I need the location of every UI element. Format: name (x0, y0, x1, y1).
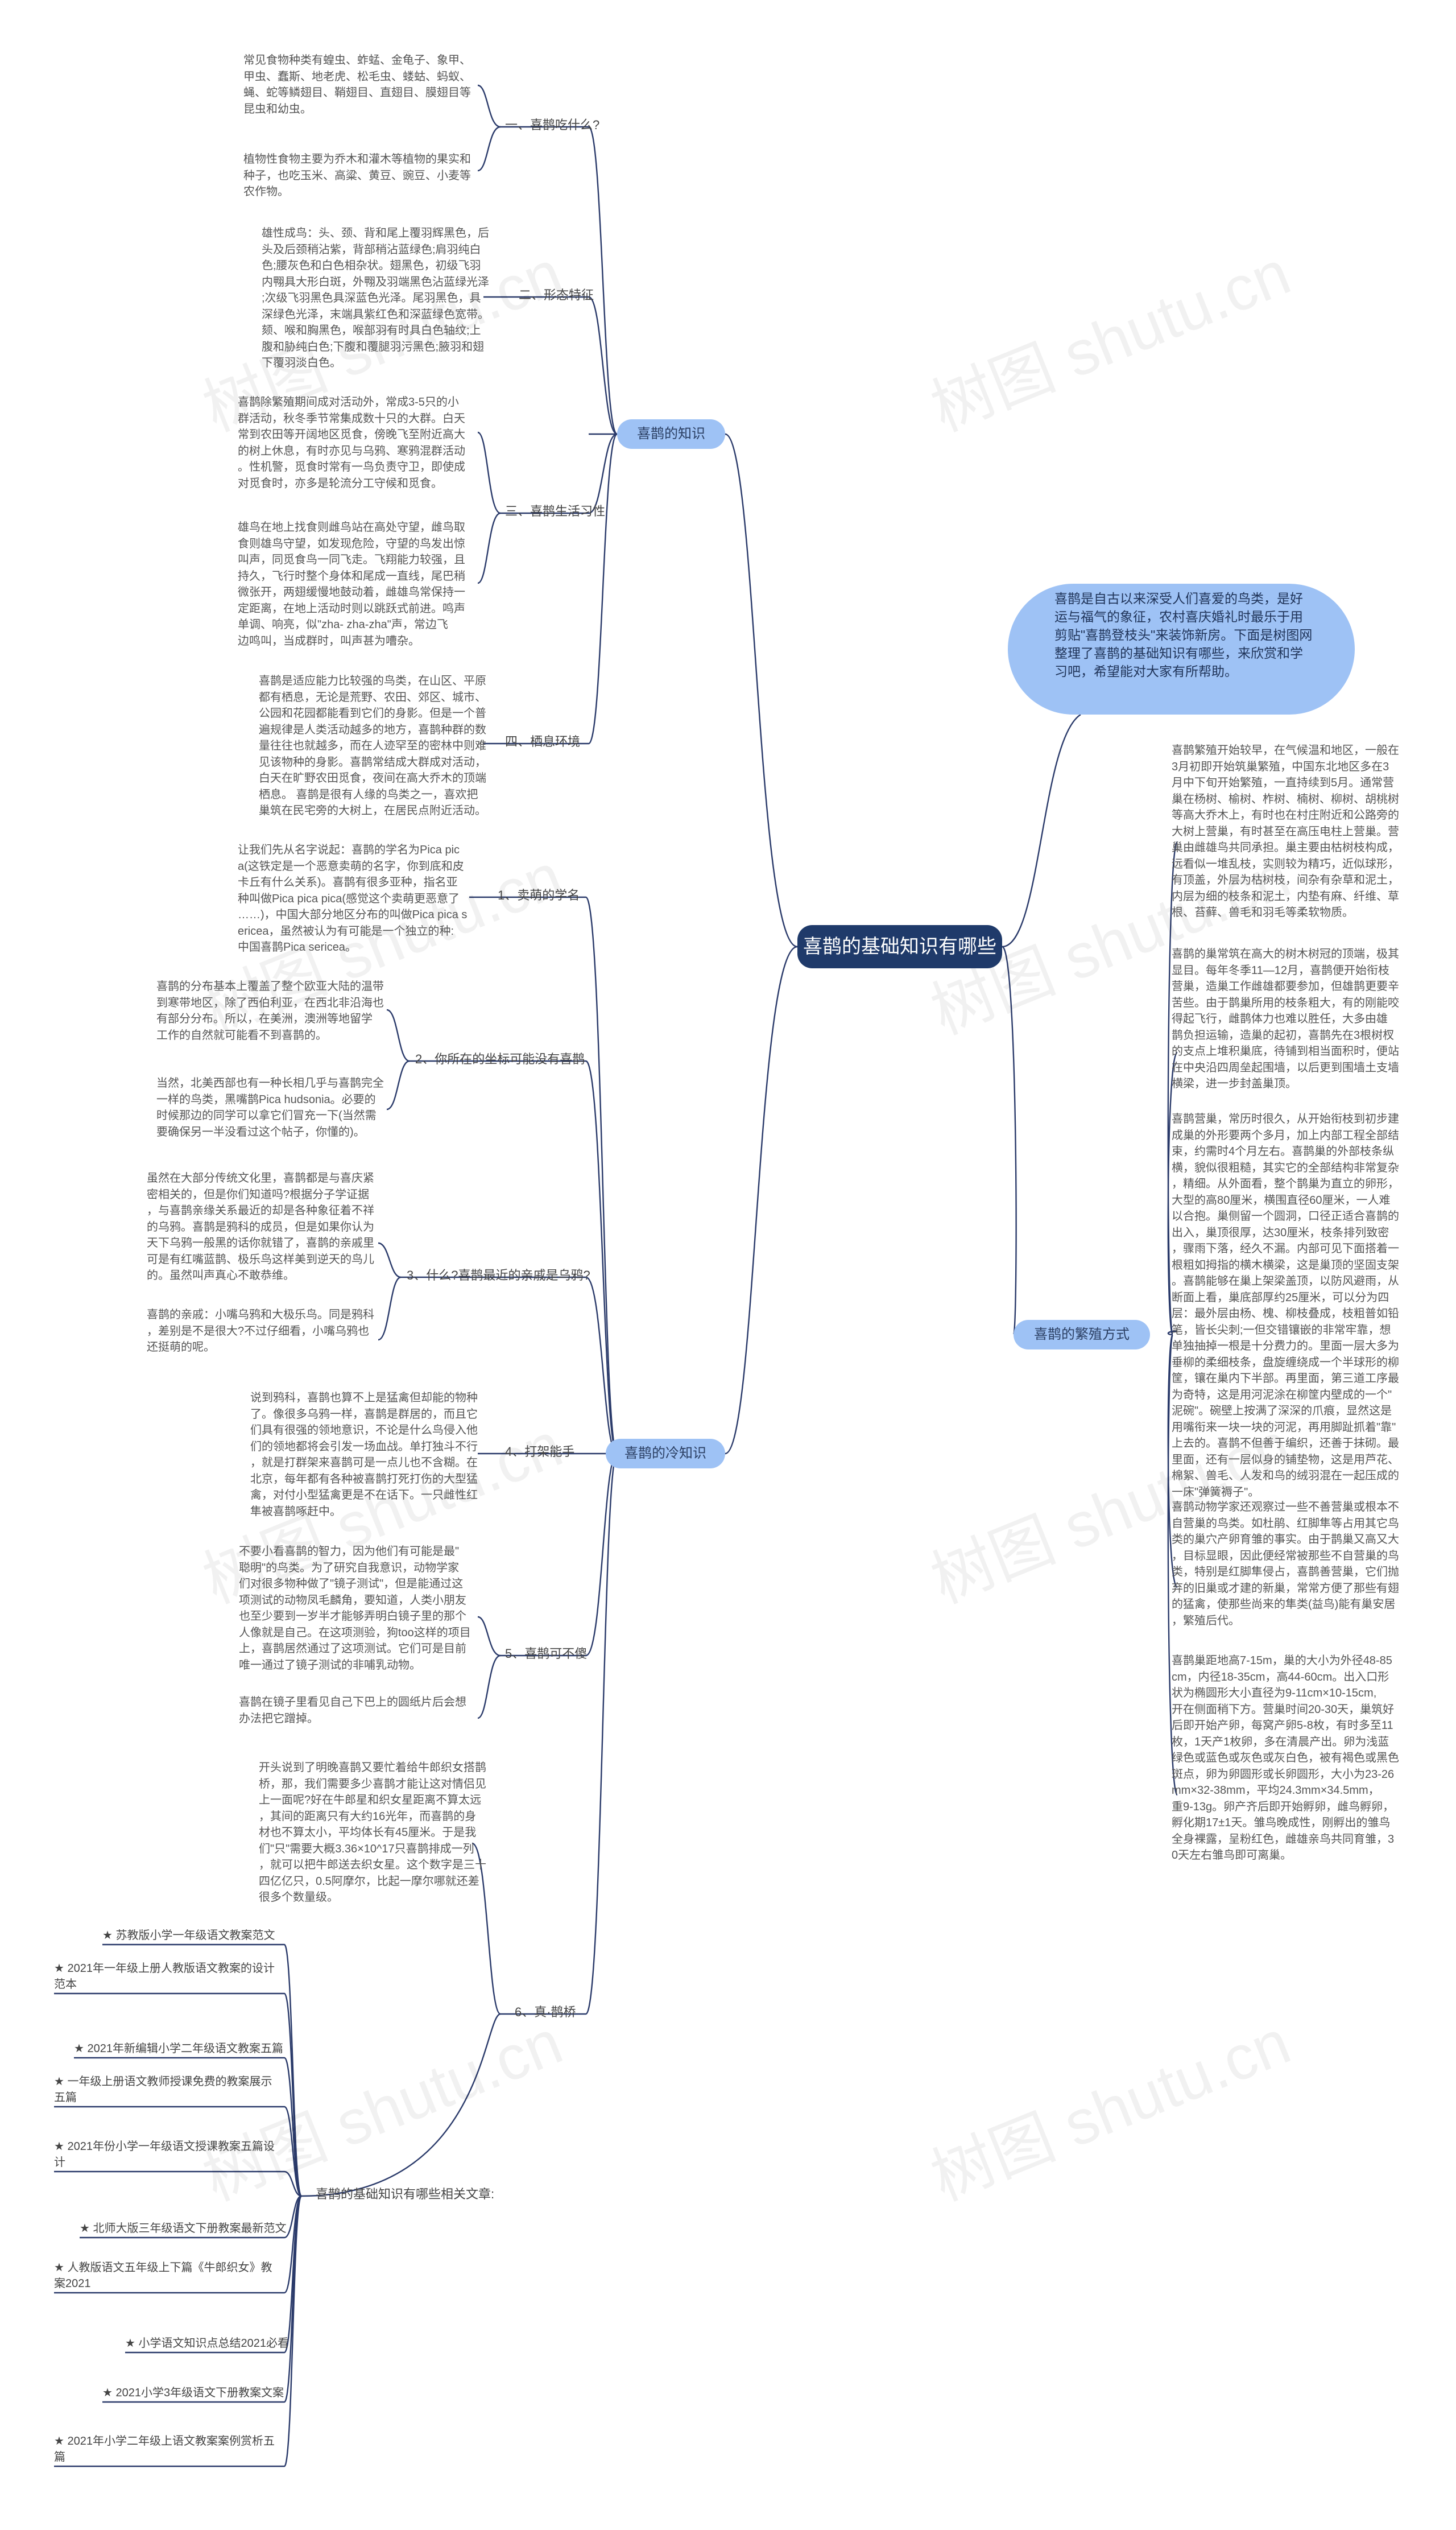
leaf-breeding-other-birds: 喜鹊动物学家还观察过一些不善营巢或根本不 自营巢的鸟类。如杜鹃、红脚隼等占用其它… (1172, 1501, 1399, 1627)
article-link[interactable]: ★ 2021年小学二年级上语文教案案例赏析五 篇 (54, 2435, 275, 2463)
topic-name[interactable]: 1、卖萌的学名 (498, 888, 580, 902)
leaf-relative-compare: 喜鹊的亲戚：小嘴乌鸦和大极乐鸟。同是鸦科 ，差别是不是很大?不过仔细看，小嘴乌鸦… (147, 1309, 374, 1353)
article-link[interactable]: ★ 一年级上册语文教师授课免费的教案展示 五篇 (54, 2075, 272, 2104)
article-link[interactable]: ★ 2021年一年级上册人教版语文教案的设计 范本 (54, 1962, 275, 1991)
article-link[interactable]: ★ 2021年新编辑小学二年级语文教案五篇 (74, 2042, 283, 2055)
leaf-coords-america: 当然，北美西部也有一种长相几乎与喜鹊完全 一样的鸟类，黑嘴鹊Pica hudso… (156, 1077, 384, 1138)
topic-food[interactable]: 一、喜鹊吃什么? (505, 118, 600, 132)
leaf-breeding-season: 喜鹊繁殖开始较早，在气候温和地区，一般在 3月初即开始筑巢繁殖，中国东北地区多在… (1172, 744, 1399, 919)
leaf-food-plants: 植物性食物主要为乔木和灌木等植物的果实和 种子，也吃玉米、高粱、黄豆、豌豆、小麦… (243, 153, 471, 198)
leaf-breeding-eggs: 喜鹊巢距地高7-15m，巢的大小为外径48-85 cm，内径18-35cm，高4… (1172, 1654, 1399, 1862)
article-link[interactable]: ★ 人教版语文五年级上下篇《牛郎织女》教 案2021 (54, 2261, 272, 2290)
article-link[interactable]: ★ 2021年份小学一年级语文授课教案五篇设 计 (54, 2140, 275, 2169)
intro-bubble[interactable]: 喜鹊是自古以来深受人们喜爱的鸟类，是好运与福气的象征，农村喜庆婚礼时最乐于用剪贴… (1008, 584, 1355, 715)
leaf-breeding-nest-build: 喜鹊的巢常筑在高大的树木树冠的顶端，极其 显目。每年冬季11—12月，喜鹊便开始… (1172, 948, 1399, 1090)
topic-mirror[interactable]: 5、喜鹊可不傻 (505, 1646, 588, 1661)
leaf-habitat: 喜鹊是适应能力比较强的鸟类，在山区、平原 都有栖息，无论是荒野、农田、郊区、城市… (259, 675, 486, 817)
leaf-bridge: 开头说到了明晚喜鹊又要忙着给牛郎织女搭鹊 桥，那，我们需要多少喜鹊才能让这对情侣… (259, 1761, 486, 1904)
topic-articles[interactable]: 喜鹊的基础知识有哪些相关文章: (316, 2187, 495, 2201)
leaf-breeding-nest-structure: 喜鹊营巢，常历时很久，从开始衔枝到初步建 成巢的外形要两个多月，加上内部工程全部… (1172, 1113, 1399, 1499)
topic-relative[interactable]: 3、什么?喜鹊最近的亲戚是乌鸦? (407, 1268, 590, 1282)
root-topic[interactable]: 喜鹊的基础知识有哪些 (797, 925, 1002, 968)
article-link[interactable]: ★ 北师大版三年级语文下册教案最新范文 (80, 2222, 287, 2235)
branch-breeding[interactable]: 喜鹊的繁殖方式 (1014, 1320, 1150, 1349)
leaf-relative-crow: 虽然在大部分传统文化里，喜鹊都是与喜庆紧 密相关的，但是你们知道吗?根据分子学证… (147, 1172, 374, 1282)
leaf-food-insects: 常见食物种类有蝗虫、蚱蜢、金龟子、象甲、 甲虫、蠢斯、地老虎、松毛虫、蝼蛄、蚂蚁… (243, 54, 471, 115)
article-link[interactable]: ★ 小学语文知识点总结2021必看 (125, 2337, 289, 2350)
article-link[interactable]: ★ 2021小学3年级语文下册教案文案 (102, 2387, 284, 2399)
branch-knowledge[interactable]: 喜鹊的知识 (617, 419, 725, 449)
leaf-habit-watch: 雄鸟在地上找食则雌鸟站在高处守望，雌鸟取 食则雄鸟守望，如发现危险，守望的鸟发出… (238, 521, 465, 647)
leaf-fight: 说到鸦科，喜鹊也算不上是猛禽但却能的物种 了。像很多乌鸦一样，喜鹊是群居的，而且… (250, 1392, 478, 1518)
leaf-habit-group: 喜鹊除繁殖期间成对活动外，常成3-5只的小 群活动，秋冬季节常集成数十只的大群。… (238, 396, 465, 490)
leaf-mirror-sticker: 喜鹊在镜子里看见自己下巴上的圆纸片后会想 办法把它蹭掉。 (239, 1696, 466, 1725)
leaf-name: 让我们先从名字说起：喜鹊的学名为Pica pic a(这铁定是一个恶意卖萌的名字… (238, 844, 468, 954)
topic-habitat[interactable]: 四、栖息环境 (505, 734, 581, 749)
leaf-form: 雄性成鸟：头、颈、背和尾上覆羽辉黑色，后 头及后颈稍沾紫，背部稍沾蓝绿色;肩羽纯… (262, 227, 489, 369)
branch-trivia[interactable]: 喜鹊的冷知识 (606, 1439, 725, 1468)
topic-fight[interactable]: 4、打架能手 (505, 1444, 575, 1459)
topic-coords[interactable]: 2、你所在的坐标可能没有喜鹊 (415, 1052, 585, 1066)
topic-bridge[interactable]: 6、真·鹊桥 (515, 2005, 576, 2019)
leaf-coords-range: 喜鹊的分布基本上覆盖了整个欧亚大陆的温带 到寒带地区，除了西伯利亚，在西北非沿海… (156, 980, 384, 1042)
article-link[interactable]: ★ 苏教版小学一年级语文教案范文 (102, 1929, 275, 1942)
topic-form[interactable]: 二、形态特征 (519, 288, 594, 302)
leaf-mirror-test: 不要小看喜鹊的智力，因为他们有可能是最" 聪明"的鸟类。为了研究自我意识，动物学… (239, 1545, 471, 1671)
topic-habit[interactable]: 三、喜鹊生活习性 (505, 504, 606, 518)
